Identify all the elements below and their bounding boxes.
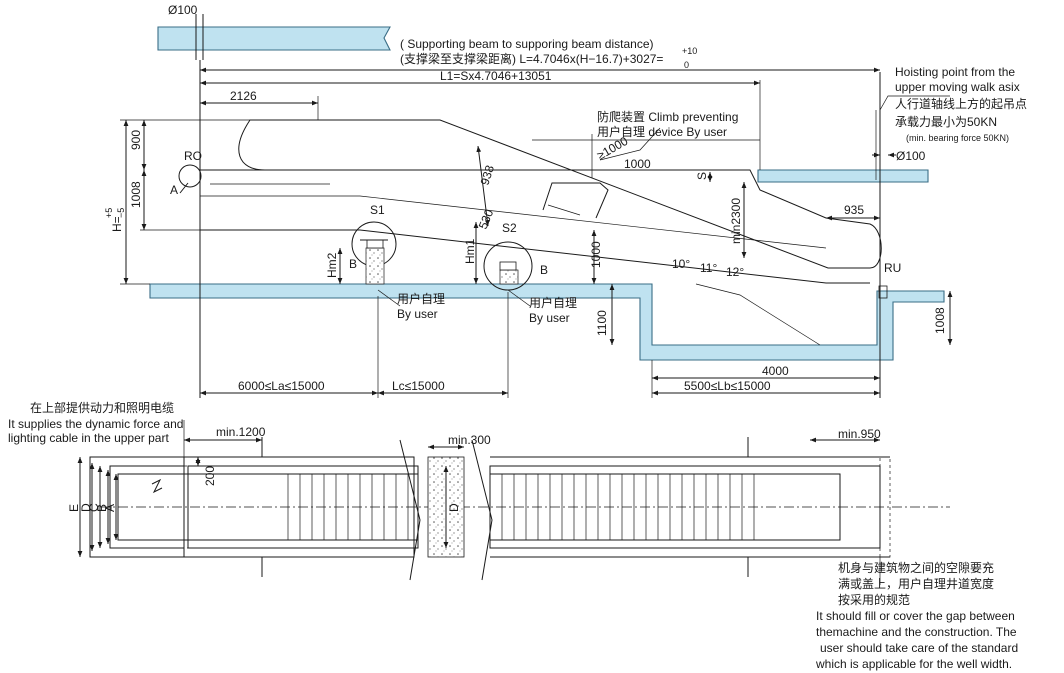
cable-symbol — [151, 478, 163, 494]
svg-text:Hm2: Hm2 — [325, 252, 339, 278]
svg-text:1008: 1008 — [129, 181, 143, 208]
svg-text:900: 900 — [129, 130, 143, 150]
svg-text:By user: By user — [397, 307, 438, 321]
ro-detail-circle — [178, 164, 202, 188]
svg-text:Ø100: Ø100 — [896, 149, 926, 163]
svg-text:2126: 2126 — [230, 89, 257, 103]
gap-note-cn3: 按采用的规范 — [838, 592, 910, 607]
svg-text:6000≤La≤15000: 6000≤La≤15000 — [238, 379, 325, 393]
side-elevation: Ø100 RO A S1 B Hm2 — [120, 3, 953, 398]
svg-text:B: B — [540, 263, 548, 277]
svg-text:11°: 11° — [700, 261, 717, 275]
svg-text:D: D — [79, 503, 93, 512]
gap-note-en4: which is applicable for the well width. — [815, 657, 1012, 671]
beam-note-formula: (支撑梁至支撑梁距离) L=4.7046x(H−16.7)+3027= — [400, 51, 663, 66]
climb-label-1: 防爬装置 Climb preventing — [597, 109, 738, 124]
s2-support-pier — [499, 269, 519, 285]
svg-text:5500≤Lb≤15000: 5500≤Lb≤15000 — [684, 379, 771, 393]
power-note-cn: 在上部提供动力和照明电缆 — [30, 400, 174, 415]
svg-text:935: 935 — [844, 203, 864, 217]
svg-text:1000: 1000 — [589, 241, 603, 268]
gap-note-en1: It should fill or cover the gap between — [816, 609, 1015, 623]
l1-formula: L1=Sx4.7046+13051 — [440, 69, 552, 83]
ru-box — [878, 285, 888, 299]
hoist-label-3: 人行道轴线上方的起吊点 — [895, 96, 1027, 111]
svg-text:200: 200 — [203, 466, 217, 486]
dia-top-label: Ø100 — [168, 3, 198, 17]
svg-text:H=: H= — [110, 216, 124, 232]
svg-text:min.300: min.300 — [448, 433, 491, 447]
svg-text:4000: 4000 — [762, 364, 789, 378]
svg-text:Hm1: Hm1 — [463, 238, 477, 264]
top-beam — [157, 26, 391, 51]
svg-text:用户自理: 用户自理 — [529, 295, 577, 310]
climb-device — [542, 182, 609, 219]
hoist-label-4: 承载力最小为50KN — [895, 115, 997, 129]
svg-text:S: S — [695, 172, 709, 180]
svg-text:Lc≤15000: Lc≤15000 — [392, 379, 445, 393]
svg-text:1100: 1100 — [595, 310, 609, 336]
svg-text:A: A — [103, 504, 117, 512]
svg-text:+5: +5 — [104, 208, 114, 218]
hoist-label-5: (min. bearing force 50KN) — [906, 133, 1009, 143]
climb-label-2: 用户自理 device By user — [597, 124, 727, 139]
gap-note-cn1: 机身与建筑物之间的空隙要充 — [838, 560, 994, 575]
svg-text:10°: 10° — [672, 257, 690, 271]
svg-text:C: C — [87, 503, 101, 512]
svg-text:0: 0 — [684, 60, 689, 70]
power-note-en1: It supplies the dynamic force and — [8, 417, 183, 431]
svg-text:用户自理: 用户自理 — [397, 291, 445, 306]
svg-text:+10: +10 — [682, 46, 697, 56]
gap-note-en3: user should take care of the standard — [820, 641, 1018, 655]
hoist-label-2: upper moving walk asix — [895, 80, 1020, 94]
plan-view — [77, 420, 950, 585]
plan-steps-left — [287, 474, 409, 540]
svg-text:RO: RO — [184, 149, 202, 163]
svg-text:12°: 12° — [726, 265, 744, 279]
svg-text:B: B — [349, 257, 357, 271]
lower-floor-pit — [149, 283, 945, 361]
power-note-en2: lighting cable in the upper part — [8, 431, 169, 445]
svg-text:1000: 1000 — [624, 157, 651, 171]
svg-text:S2: S2 — [502, 221, 517, 235]
svg-text:RU: RU — [884, 261, 901, 275]
svg-text:938: 938 — [478, 163, 498, 187]
plan-steps-right — [501, 474, 755, 540]
svg-text:A: A — [170, 183, 178, 197]
upper-floor-slab — [757, 169, 929, 183]
svg-text:min.950: min.950 — [838, 427, 881, 441]
gap-note-cn2: 满或盖上，用户自理井道宽度 — [838, 576, 994, 591]
svg-text:B: B — [95, 504, 109, 512]
s1-support-pier — [365, 247, 385, 285]
gap-note-en2: themachine and the construction. The — [816, 625, 1017, 639]
svg-text:min2300: min2300 — [729, 198, 743, 244]
svg-text:S1: S1 — [370, 203, 385, 217]
svg-text:−5: −5 — [116, 208, 126, 218]
svg-text:min.1200: min.1200 — [216, 425, 266, 439]
beam-note-en: ( Supporting beam to supporing beam dist… — [400, 37, 653, 51]
svg-text:1008: 1008 — [933, 307, 947, 334]
hoist-label-1: Hoisting point from the — [895, 65, 1015, 79]
svg-text:D: D — [447, 503, 461, 512]
svg-text:By user: By user — [529, 311, 570, 325]
svg-text:E: E — [67, 504, 81, 512]
